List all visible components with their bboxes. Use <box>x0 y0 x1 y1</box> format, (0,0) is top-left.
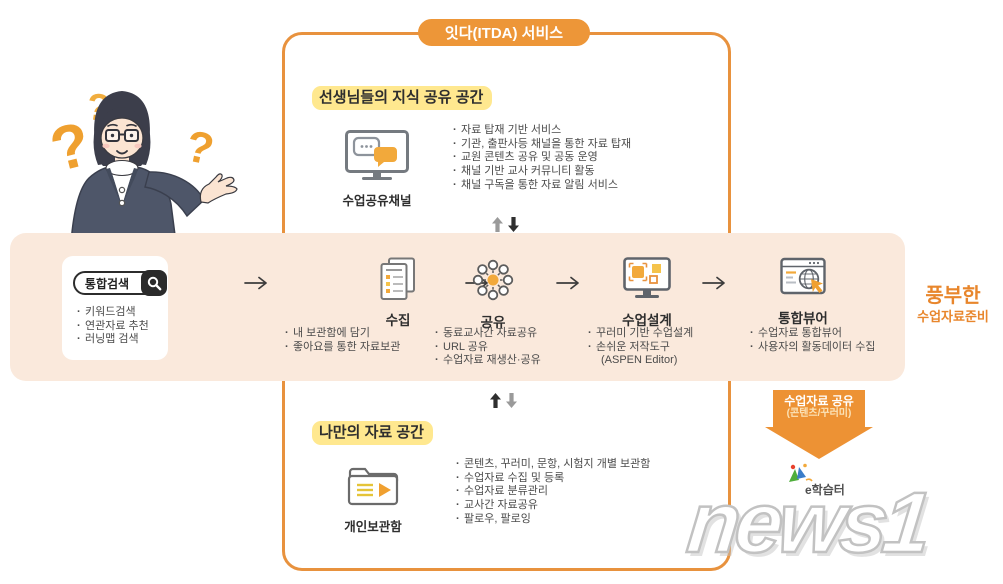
share-arrow-line1: 수업자료 공유 <box>784 394 854 408</box>
viewer-browser-icon <box>780 257 826 295</box>
step-share: 공유 <box>451 257 535 331</box>
folder-icon <box>347 467 399 506</box>
share-network-icon <box>472 259 514 301</box>
bullet-item: 손쉬운 저작도구 <box>587 341 717 355</box>
bullet-item: 수업자료 재생산·공유 <box>434 354 559 368</box>
elearning-label: e학습터 <box>805 483 845 497</box>
bullet-item: 콘텐츠, 꾸러미, 문항, 시험지 개별 보관함 <box>455 458 670 472</box>
archive-label: 개인보관함 <box>344 520 402 534</box>
bullet-item: 수업자료 분류관리 <box>455 485 670 499</box>
bullet-item: 자료 탑재 기반 서비스 <box>452 124 662 138</box>
question-mark: ? <box>182 121 218 175</box>
share-arrow-line2: (콘텐츠/꾸러미) <box>786 408 852 419</box>
bullet-item: 연관자료 추천 <box>76 320 166 334</box>
bullet-item: 내 보관함에 담기 <box>284 327 409 341</box>
bullet-item: (ASPEN Editor) <box>601 354 678 367</box>
search-button[interactable] <box>141 270 167 296</box>
channel-feature-list: 자료 탑재 기반 서비스 기관, 출판사등 채널을 통한 자료 탑재 교원 콘텐… <box>452 124 662 193</box>
collect-docs-icon <box>380 257 415 300</box>
arrow-down-icon <box>508 217 519 232</box>
flow-arrow-icon <box>702 276 725 290</box>
title-badge: 잇다(ITDA) 서비스 <box>418 19 590 46</box>
design-feature-list: 꾸러미 기반 수업설계 손쉬운 저작도구 (ASPEN Editor) <box>587 327 717 368</box>
sync-arrows-top <box>492 217 519 232</box>
title-badge-label: 잇다(ITDA) 서비스 <box>444 25 564 42</box>
lesson-design-icon <box>623 257 671 298</box>
step-lesson-design: 수업설계 <box>605 257 689 329</box>
share-feature-list: 동료교사간 자료공유 URL 공유 수업자료 재생산·공유 <box>434 327 559 368</box>
bullet-item: 교원 콘텐츠 공유 및 공동 운영 <box>452 151 662 165</box>
news1-watermark: news1 <box>682 474 933 573</box>
magnifier-icon <box>147 276 161 290</box>
bullet-item: 키워드검색 <box>76 306 166 320</box>
collect-feature-list: 내 보관함에 담기 좋아요를 통한 자료보관 <box>284 327 409 354</box>
bullet-item: 수업자료 수집 및 등록 <box>455 472 670 486</box>
arrow-up-icon <box>492 217 503 232</box>
archive-feature-list: 콘텐츠, 꾸러미, 문항, 시험지 개별 보관함 수업자료 수집 및 등록 수업… <box>455 458 670 527</box>
arrow-up-icon <box>490 393 501 408</box>
step-label: 수집 <box>385 313 411 328</box>
step-label: 수업설계 <box>622 313 672 328</box>
step-collect: 수집 <box>356 257 440 329</box>
elearning-icon <box>789 463 813 482</box>
bullet-item: 좋아요를 통한 자료보관 <box>284 341 409 355</box>
knowledge-space-header: 선생님들의 지식 공유 공간 <box>312 86 493 110</box>
monitor-chat-icon <box>345 130 409 180</box>
teacher-illustration: ? ? ? <box>44 86 238 243</box>
bullet-item: 팔로우, 팔로잉 <box>455 513 670 527</box>
channel-label: 수업공유채널 <box>342 194 412 208</box>
result-line2: 수업자료준비 <box>917 309 989 324</box>
bullet-item: 사용자의 활동데이터 수집 <box>749 341 889 355</box>
result-line1: 풍부한 <box>925 285 981 307</box>
bullet-item: 채널 구독을 통한 자료 알림 서비스 <box>452 179 662 193</box>
flow-arrow-icon <box>556 276 579 290</box>
sync-arrows-bottom <box>490 393 517 408</box>
personal-archive: 개인보관함 <box>333 460 413 535</box>
step-viewer: 통합뷰어 <box>761 257 845 327</box>
bullet-item: 러닝맵 검색 <box>76 333 166 347</box>
viewer-feature-list: 수업자료 통합뷰어 사용자의 활동데이터 수집 <box>749 327 889 354</box>
step-label: 통합뷰어 <box>778 311 828 326</box>
search-input-label: 통합검색 <box>84 277 130 291</box>
down-arrow-shape <box>765 427 873 459</box>
bullet-item: 꾸러미 기반 수업설계 <box>587 327 717 341</box>
bullet-item: 동료교사간 자료공유 <box>434 327 559 341</box>
search-feature-list: 키워드검색 연관자료 추천 러닝맵 검색 <box>76 306 166 347</box>
my-space-header: 나만의 자료 공간 <box>312 421 433 445</box>
share-arrow-badge: 수업자료 공유 (콘텐츠/꾸러미) <box>773 390 865 427</box>
flow-arrow-icon <box>244 276 267 290</box>
arrow-down-icon <box>506 393 517 408</box>
bullet-item: URL 공유 <box>434 341 559 355</box>
bullet-item: 교사간 자료공유 <box>455 499 670 513</box>
result-text: 풍부한 수업자료준비 <box>903 284 1003 326</box>
bullet-item: 채널 기반 교사 커뮤니티 활동 <box>452 165 662 179</box>
bullet-item: 기관, 출판사등 채널을 통한 자료 탑재 <box>452 138 662 152</box>
bullet-item: 수업자료 통합뷰어 <box>749 327 889 341</box>
class-share-channel: 수업공유채널 <box>337 130 417 209</box>
